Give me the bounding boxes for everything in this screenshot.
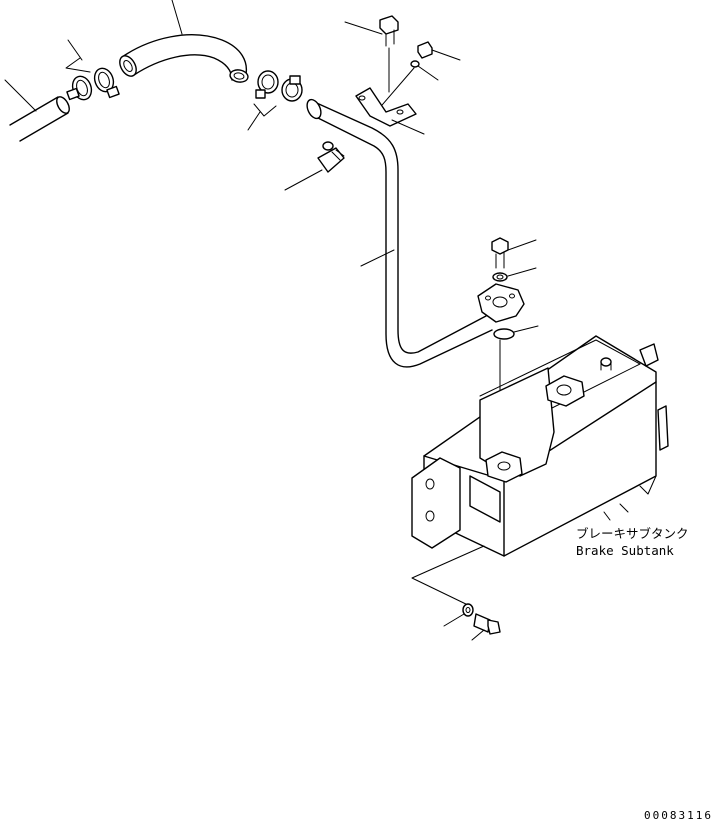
leader-line-flange-washer — [507, 267, 537, 277]
figure-number: 00083116 — [644, 809, 713, 822]
tube-clip-bracket — [355, 87, 417, 127]
mount-bolt — [473, 613, 501, 635]
leader-line-clip-nut — [431, 49, 461, 61]
leader-line-tube — [360, 249, 395, 267]
leader-line-clip-washer — [417, 65, 439, 81]
leader-line-left-clamps — [65, 39, 91, 73]
hose-clamp-pair-left — [66, 67, 120, 101]
washer-axis-line — [375, 67, 415, 113]
tube-fitting — [317, 141, 345, 173]
leader-line-right-clamps — [247, 103, 277, 131]
clip-bolt — [379, 15, 399, 47]
leader-line-flange-bolt — [507, 239, 537, 251]
hose-clamp-pair-right — [255, 70, 303, 102]
leader-line-fitting — [284, 169, 323, 191]
mount-washer — [462, 603, 474, 617]
leader-line-mount-bolt — [471, 629, 485, 641]
brake-tube — [306, 98, 493, 368]
leader-line-left-tube — [4, 79, 37, 112]
tank-label-jp: ブレーキサブタンク — [576, 526, 689, 541]
flange-washer — [492, 272, 508, 282]
flange-bolt — [491, 237, 509, 269]
leader-line-hose — [171, 0, 183, 35]
leader-line-o-ring — [513, 325, 539, 333]
o-ring — [493, 328, 515, 340]
left-tube — [9, 96, 70, 142]
leader-line-mount-washer — [443, 613, 465, 627]
tank-label-en: Brake Subtank — [576, 543, 674, 558]
clip-nut — [410, 41, 433, 68]
rubber-hose — [119, 34, 249, 83]
leader-line-clip-bolt — [344, 21, 383, 35]
leader-line-tank-mount — [411, 545, 485, 607]
leader-line-clip-bracket — [391, 119, 425, 135]
tube-flange — [477, 283, 525, 323]
brake-subtank — [411, 335, 669, 557]
